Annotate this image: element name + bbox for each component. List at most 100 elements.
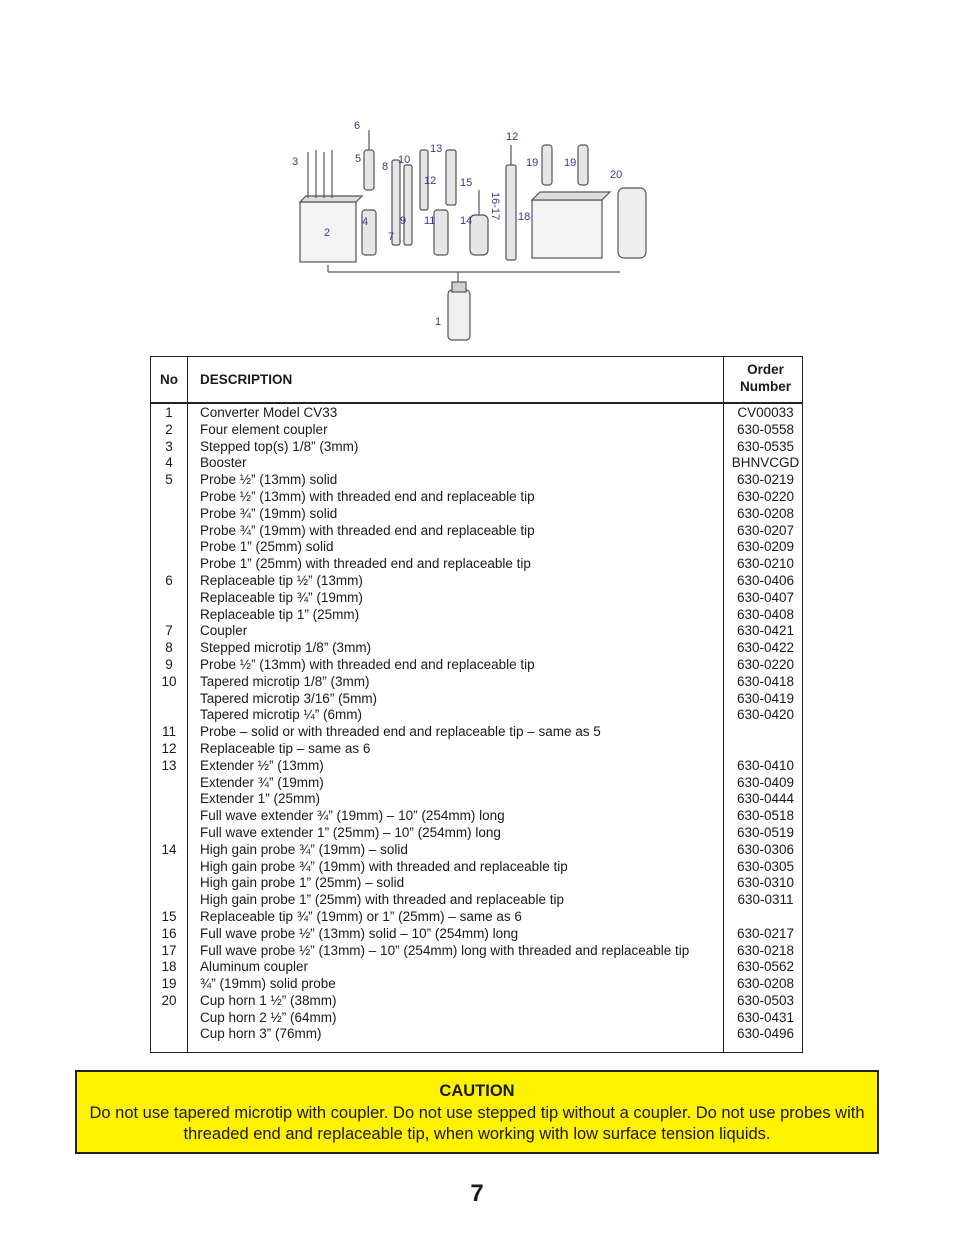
table-row: Probe ½” (13mm) with threaded end and re… <box>151 489 802 506</box>
row-description: Probe ¾” (19mm) with threaded end and re… <box>200 522 535 538</box>
diagram-label: 20 <box>610 169 622 181</box>
row-description: Booster <box>200 455 247 471</box>
row-description: High gain probe ¾” (19mm) with threaded … <box>200 858 568 874</box>
row-description: Full wave probe ½” (13mm) – 10” (254mm) … <box>200 942 690 958</box>
row-description: ¾” (19mm) solid probe <box>200 976 336 992</box>
row-description: Replaceable tip ¾” (19mm) or 1” (25mm) –… <box>200 908 522 924</box>
row-description: Probe 1” (25mm) solid <box>200 539 334 555</box>
row-description: Replaceable tip ½” (13mm) <box>200 572 363 588</box>
table-row: 15 Replaceable tip ¾” (19mm) or 1” (25mm)… <box>151 909 802 926</box>
diagram-label: 4 <box>362 216 368 228</box>
diagram-label: 19 <box>526 157 538 169</box>
row-description: Extender ¾” (19mm) <box>200 774 324 790</box>
row-number: 1 <box>165 405 173 420</box>
row-order-number: 630-0407 <box>736 589 795 605</box>
row-order-number: 630-0409 <box>736 774 795 790</box>
diagram-label: 13 <box>430 143 442 155</box>
row-description: Tapered microtip 1/8” (3mm) <box>200 673 370 689</box>
row-order-number: 630-0310 <box>736 875 795 891</box>
row-description: Cup horn 2 ½” (64mm) <box>200 1009 337 1025</box>
row-description: Probe 1” (25mm) with threaded end and re… <box>200 556 531 572</box>
row-number: 8 <box>165 640 173 656</box>
diagram-label: 10 <box>398 154 410 166</box>
diagram-label: 14 <box>460 215 472 227</box>
row-number: 16 <box>161 925 177 941</box>
row-number: 10 <box>161 673 177 689</box>
header-no: No <box>160 372 178 387</box>
diagram-label: 6 <box>354 120 360 132</box>
row-description: High gain probe ¾” (19mm) – solid <box>200 841 408 857</box>
table-row: Extender ¾” (19mm) 630-0409 <box>151 775 802 792</box>
row-description: Full wave extender 1” (25mm) – 10” (254m… <box>200 824 501 840</box>
table-row: Full wave extender 1” (25mm) – 10” (254m… <box>151 825 802 842</box>
row-order-number: 630-0419 <box>736 690 795 706</box>
row-order-number: 630-0220 <box>736 488 795 504</box>
row-description: Stepped microtip 1/8” (3mm) <box>200 640 372 656</box>
table-row: Tapered microtip ¼” (6mm)630-0420 <box>151 707 802 724</box>
row-order-number: 630-0421 <box>736 623 795 639</box>
diagram-label: 18 <box>518 211 530 223</box>
diagram-label: 8 <box>382 161 388 173</box>
row-description: Probe ½” (13mm) with threaded end and re… <box>200 656 535 672</box>
diagram-label: 3 <box>292 156 298 168</box>
table-row: Full wave extender ¾” (19mm) – 10” (254m… <box>151 808 802 825</box>
row-order-number: 630-0431 <box>736 1009 795 1025</box>
row-order-number: 630-0408 <box>736 606 795 622</box>
table-row: High gain probe 1” (25mm) with threaded … <box>151 892 802 909</box>
row-number: 18 <box>161 959 177 975</box>
row-order-number: 630-0208 <box>736 505 795 521</box>
row-order-number: 630-0209 <box>736 539 795 555</box>
row-order-number: 630-0311 <box>737 892 794 908</box>
row-order-number: 630-0305 <box>736 858 795 874</box>
diagram-label: 2 <box>324 227 330 239</box>
row-description: Aluminum coupler <box>200 959 309 975</box>
row-number: 19 <box>161 976 177 992</box>
row-order-number: 630-0535 <box>736 438 795 454</box>
table-row: 8 Stepped microtip 1/8” (3mm) 630-0422 <box>151 640 802 657</box>
row-number: 9 <box>165 656 173 672</box>
row-description: Coupler <box>200 623 248 639</box>
row-order-number: 630-0306 <box>736 841 795 857</box>
table-row: High gain probe 1” (25mm) – solid 630-031… <box>151 875 802 892</box>
diagram-label: 5 <box>355 153 361 165</box>
row-number: 17 <box>161 942 177 958</box>
row-description: Probe ½” (13mm) with threaded end and re… <box>200 488 535 504</box>
row-order-number: 630-0558 <box>736 421 795 437</box>
row-description: High gain probe 1” (25mm) with threaded … <box>200 892 564 908</box>
diagram-label: 12 <box>424 175 436 187</box>
row-description: Full wave extender ¾” (19mm) – 10” (254m… <box>200 808 505 824</box>
row-number: 15 <box>161 908 177 924</box>
table-row: 19 ¾” (19mm) solid probe 630-0208 <box>151 976 802 993</box>
diagram-label: 1 <box>435 316 441 328</box>
row-description: Full wave probe ½” (13mm) solid – 10” (2… <box>200 925 519 941</box>
row-description: Replaceable tip – same as 6 <box>200 740 371 756</box>
header-order-line2: Number <box>739 379 791 394</box>
row-number: 6 <box>165 572 173 588</box>
row-number: 5 <box>165 472 173 488</box>
table-row: 14 High gain probe ¾” (19mm) – solid 630-0… <box>151 842 802 859</box>
row-number: 11 <box>161 724 176 740</box>
table-row: High gain probe ¾” (19mm) with threaded … <box>151 859 802 876</box>
row-number: 14 <box>161 841 177 857</box>
page-number: 7 <box>470 1180 484 1207</box>
row-order-number: 630-0208 <box>736 976 795 992</box>
row-description: Replaceable tip 1” (25mm) <box>200 606 360 622</box>
row-order-number: 630-0422 <box>736 640 795 656</box>
diagram-label: 7 <box>388 231 394 243</box>
row-number: 4 <box>165 455 173 471</box>
row-order-number: 630-0410 <box>736 757 795 773</box>
row-description: Four element coupler <box>200 421 328 437</box>
row-order-number: 630-0496 <box>736 1026 795 1042</box>
diagram-label: 11 <box>424 215 435 227</box>
row-description: High gain probe 1” (25mm) – solid <box>200 875 405 891</box>
row-order-number: 630-0518 <box>736 808 795 824</box>
row-description: Cup horn 1 ½” (38mm) <box>200 992 337 1008</box>
row-order-number: 630-0503 <box>736 992 795 1008</box>
